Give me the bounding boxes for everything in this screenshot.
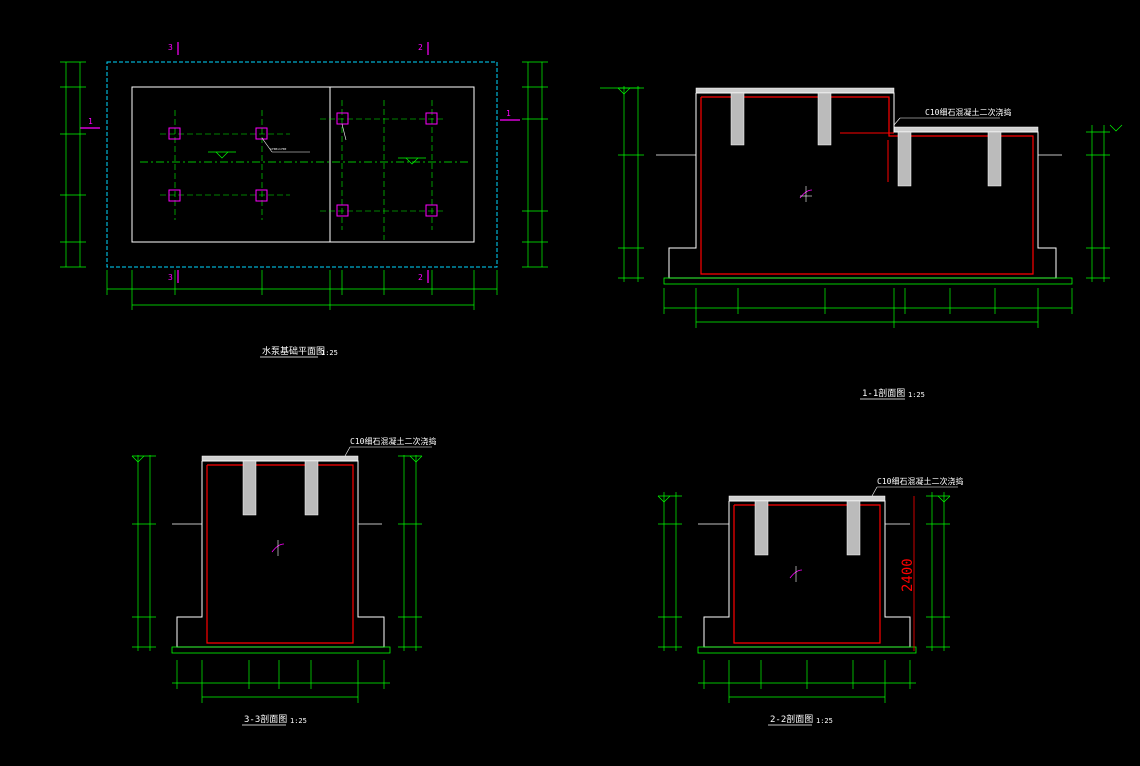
bolt-pocket (754, 500, 769, 556)
bolt-pocket (242, 460, 257, 516)
rebar-line (206, 464, 354, 644)
section-mark-label: 2 (418, 43, 423, 52)
bolt-pocket (730, 92, 745, 146)
plan-outer-border (106, 61, 498, 268)
section-mark-label: 3 (168, 273, 173, 282)
plan-dimensions (60, 61, 548, 310)
section-1-1-view: C10细石混凝土二次浇捣 1-1剖面图 1:25 (600, 86, 1123, 400)
concrete-note: C10细石混凝土二次浇捣 (877, 476, 963, 486)
section-3-3-dimensions (131, 455, 423, 703)
section-3-3-scale: 1:25 (290, 717, 307, 725)
section-3-3-title: 3-3剖面图 (244, 713, 287, 725)
foundation-outline (668, 92, 1057, 279)
plan-slab (131, 86, 475, 243)
plan-title: 水泵基础平面图 (262, 345, 325, 357)
plan-section-marks (80, 42, 520, 283)
base-slab (697, 646, 917, 654)
section-2-2-dimensions (657, 492, 951, 703)
anchor-pockets (168, 112, 438, 217)
grout-layer (695, 87, 895, 94)
section-mark-label: 2 (418, 273, 423, 282)
base-slab (171, 646, 391, 654)
grout-layer (893, 126, 1039, 133)
bolt-pocket (987, 131, 1002, 187)
section-2-2-title: 2-2剖面图 (770, 713, 813, 725)
bolt-pocket (817, 92, 832, 146)
foundation-outline (703, 500, 911, 648)
base-slab (663, 277, 1073, 285)
plan-view: 1700x1700 1 1 3 3 2 2 (60, 42, 548, 358)
rebar-line (700, 96, 1034, 275)
section-mark-label: 1 (506, 109, 511, 118)
bolt-pocket (304, 460, 319, 516)
section-3-3-view: C10细石混凝土二次浇捣 3-3剖面图 1:25 (131, 436, 436, 726)
section-2-2-scale: 1:25 (816, 717, 833, 725)
section-1-1-title: 1-1剖面图 (862, 387, 905, 399)
grout-layer (728, 495, 886, 502)
section-2-2-view: C10细石混凝土二次浇捣 2400 2-2剖面图 1:25 (657, 476, 963, 726)
concrete-note: C10细石混凝土二次浇捣 (350, 436, 436, 446)
height-dimension-label: 2400 (900, 558, 916, 592)
bolt-pocket (846, 500, 861, 556)
plan-scale: 1:25 (321, 349, 338, 357)
grout-layer (201, 455, 359, 462)
section-mark-label: 1 (88, 117, 93, 126)
section-mark-label: 3 (168, 43, 173, 52)
rebar-line (733, 504, 881, 644)
bolt-pocket (897, 131, 912, 187)
section-1-1-dimensions (600, 86, 1123, 328)
section-1-1-scale: 1:25 (908, 391, 925, 399)
plan-level-marks (208, 151, 426, 165)
plan-callout: 1700x1700 (270, 147, 286, 151)
concrete-note: C10细石混凝土二次浇捣 (925, 107, 1011, 117)
